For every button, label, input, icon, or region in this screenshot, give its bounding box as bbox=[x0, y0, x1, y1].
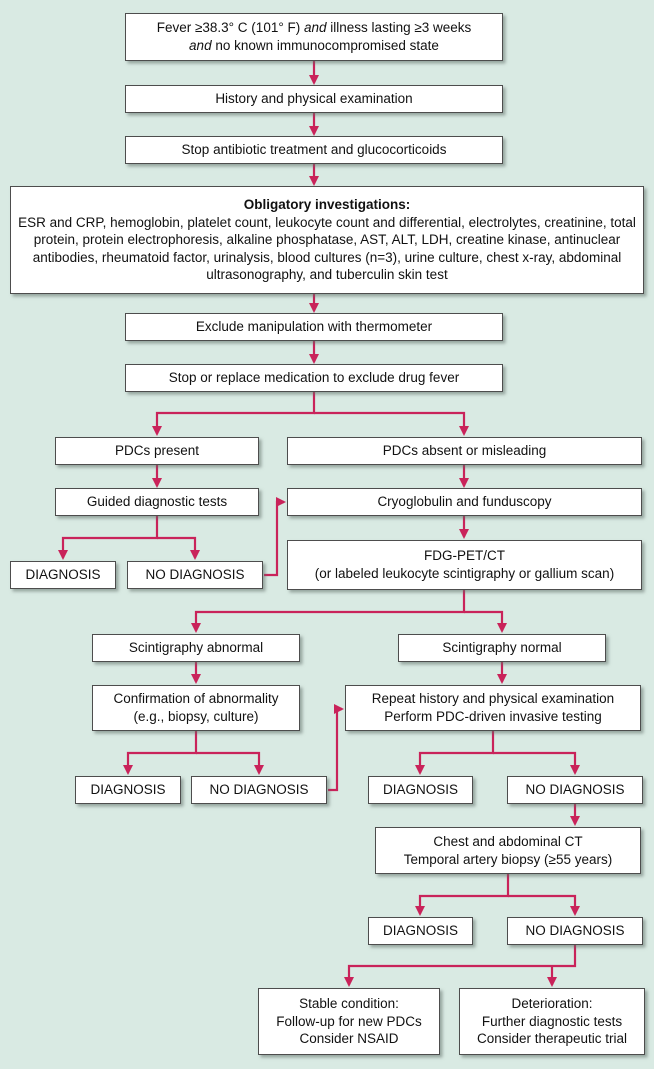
node-pdcs-absent: PDCs absent or misleading bbox=[287, 437, 642, 465]
obligatory-title: Obligatory investigations: bbox=[243, 197, 411, 213]
node-exclude-thermometer-manipulation: Exclude manipulation with thermometer bbox=[125, 313, 503, 341]
arrow-repeat-to-nodiag3 bbox=[493, 751, 580, 775]
arrow-confirm-to-diag2 bbox=[123, 731, 198, 775]
criteria-line2: and no known immunocompromised state bbox=[189, 38, 439, 53]
node-no-diagnosis-4: NO DIAGNOSIS bbox=[507, 917, 643, 945]
arrow-chest-to-diag4 bbox=[415, 874, 510, 916]
node-stable-condition: Stable condition: Follow-up for new PDCs… bbox=[258, 988, 440, 1055]
node-confirmation-of-abnormality: Confirmation of abnormality (e.g., biops… bbox=[92, 685, 300, 731]
arrow-drug-to-pdcs-absent bbox=[314, 411, 469, 436]
node-exclude-drug-fever: Stop or replace medication to exclude dr… bbox=[125, 364, 503, 392]
node-no-diagnosis-1: NO DIAGNOSIS bbox=[127, 561, 263, 589]
node-obligatory-investigations: Obligatory investigations: ESR and CRP, … bbox=[10, 186, 644, 294]
node-guided-diagnostic-tests: Guided diagnostic tests bbox=[55, 488, 259, 516]
node-diagnosis-3: DIAGNOSIS bbox=[368, 776, 473, 804]
node-diagnosis-2: DIAGNOSIS bbox=[75, 776, 181, 804]
node-chest-abdominal-ct: Chest and abdominal CT Temporal artery b… bbox=[375, 827, 641, 874]
arrow-drug-to-pdcs-present bbox=[152, 392, 316, 436]
node-entry-criteria: Fever ≥38.3° C (101° F) and illness last… bbox=[125, 13, 503, 61]
obligatory-body: ESR and CRP, hemoglobin, platelet count,… bbox=[18, 214, 636, 283]
arrow-nodiag2-to-repeat bbox=[328, 704, 344, 792]
arrow-fdg-to-scint-norm bbox=[464, 610, 507, 633]
node-fdg-pet-ct: FDG-PET/CT (or labeled leukocyte scintig… bbox=[287, 540, 642, 590]
arrow-nodiag4-to-stable bbox=[344, 945, 577, 987]
node-no-diagnosis-2: NO DIAGNOSIS bbox=[191, 776, 327, 804]
criteria-line1: Fever ≥38.3° C (101° F) and illness last… bbox=[156, 20, 472, 36]
node-scintigraphy-normal: Scintigraphy normal bbox=[398, 634, 606, 662]
arrow-guided-to-nodiag1 bbox=[157, 536, 200, 560]
node-history-physical: History and physical examination bbox=[125, 85, 503, 113]
arrow-fdg-to-scint-abn bbox=[191, 590, 466, 633]
node-pdcs-present: PDCs present bbox=[55, 437, 259, 465]
node-cryoglobulin-funduscopy: Cryoglobulin and funduscopy bbox=[287, 488, 642, 516]
node-stop-antibiotics: Stop antibiotic treatment and glucocorti… bbox=[125, 136, 503, 164]
arrow-guided-to-diag1 bbox=[58, 516, 159, 560]
node-no-diagnosis-3: NO DIAGNOSIS bbox=[507, 776, 643, 804]
arrow-repeat-to-diag3 bbox=[415, 731, 495, 775]
node-diagnosis-4: DIAGNOSIS bbox=[368, 917, 473, 945]
arrow-chest-to-nodiag4 bbox=[508, 894, 580, 916]
node-repeat-history-pdc-testing: Repeat history and physical examination … bbox=[345, 685, 641, 731]
node-deterioration: Deterioration: Further diagnostic tests … bbox=[459, 988, 645, 1055]
node-diagnosis-1: DIAGNOSIS bbox=[10, 561, 116, 589]
arrow-nodiag1-to-cryo bbox=[264, 497, 286, 577]
node-scintigraphy-abnormal: Scintigraphy abnormal bbox=[92, 634, 300, 662]
arrow-confirm-to-nodiag2 bbox=[196, 751, 264, 775]
